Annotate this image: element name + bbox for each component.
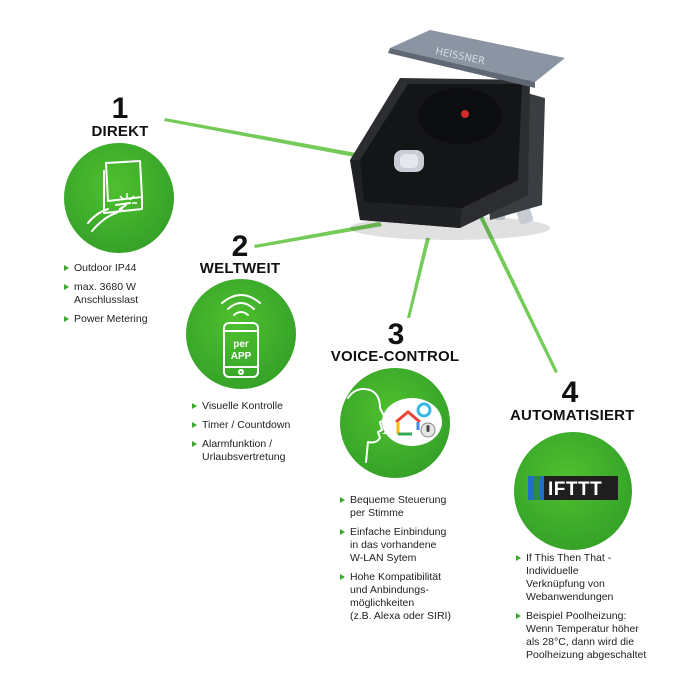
outdoor-socket-press-icon — [87, 160, 143, 232]
list-item: max. 3680 W Anschlusslast — [64, 281, 184, 307]
voice-assistant-icon — [347, 388, 442, 463]
phone-label-app: APP — [231, 351, 252, 362]
feature-4-title: AUTOMATISIERT — [510, 407, 635, 424]
feature-1-number: 1 — [111, 92, 129, 125]
list-item: Visuelle Kontrolle — [192, 400, 312, 413]
ray-to-3 — [407, 238, 430, 318]
list-item: Bequeme Steuerung per Stimme — [340, 494, 470, 520]
feature-4-bullets: If This Then That - Individuelle Verknüp… — [516, 552, 666, 668]
feature-1-title: DIREKT — [91, 123, 149, 140]
list-item: Timer / Countdown — [192, 419, 312, 432]
list-item: Outdoor IP44 — [64, 262, 184, 275]
feature-3-circle — [340, 368, 450, 478]
ray-to-2 — [254, 222, 382, 248]
feature-2-title: WELTWEIT — [199, 260, 281, 277]
feature-2-circle: per APP — [186, 279, 296, 389]
list-item: Einfache Einbindung in das vorhandene W-… — [340, 526, 470, 565]
list-item: If This Then That - Individuelle Verknüp… — [516, 552, 666, 604]
feature-4-circle: IFTTT — [514, 432, 632, 550]
feature-2-number: 2 — [231, 230, 249, 263]
list-item: Alarmfunktion / Urlaubsvertretung — [192, 438, 312, 464]
smartphone-wifi-icon: per APP — [221, 294, 261, 378]
feature-4-number: 4 — [561, 376, 579, 409]
list-item: Power Metering — [64, 313, 184, 326]
ray-to-1 — [164, 118, 362, 158]
ifttt-logo-text: IFTTT — [548, 479, 602, 500]
feature-3-number: 3 — [387, 318, 405, 351]
ifttt-logo-icon: IFTTT — [528, 476, 618, 500]
feature-3-title: VOICE-CONTROL — [330, 348, 460, 365]
smart-plug-image: HEISSNER — [330, 20, 570, 250]
phone-label-per: per — [233, 339, 249, 350]
ray-to-4 — [478, 214, 558, 373]
feature-1-bullets: Outdoor IP44 max. 3680 W Anschlusslast P… — [64, 262, 184, 332]
list-item: Hohe Kompatibilität und Anbindungs- mögl… — [340, 571, 470, 623]
feature-3-bullets: Bequeme Steuerung per Stimme Einfache Ei… — [340, 494, 470, 629]
feature-1-circle — [64, 143, 174, 253]
list-item: Beispiel Poolheizung: Wenn Temperatur hö… — [516, 610, 666, 662]
feature-2-bullets: Visuelle Kontrolle Timer / Countdown Ala… — [192, 400, 312, 470]
